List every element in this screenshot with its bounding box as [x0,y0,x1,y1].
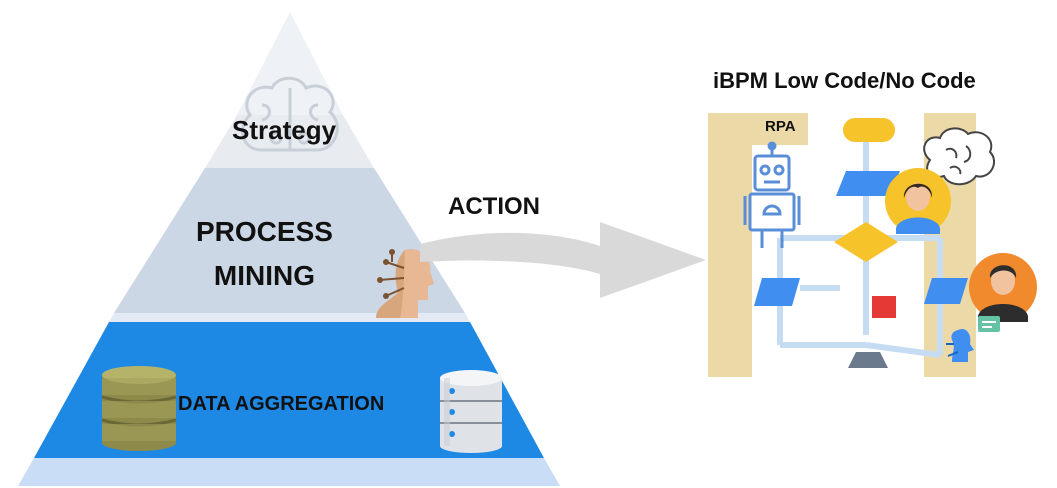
workflow-decision-node [834,222,898,262]
pyramid-tier-process-mining [114,168,465,313]
ai-assistant-icon [946,316,1000,362]
pyramid-label-strategy: Strategy [232,115,337,145]
pyramid-label-process: PROCESS [196,216,333,247]
workflow-panel [708,113,1028,377]
workflow-frame-left [708,113,752,377]
pyramid-tier-strategy [237,12,343,115]
pyramid-label-mining: MINING [213,260,316,291]
brain-icon [241,76,339,152]
person-woman-icon [885,168,951,234]
action-arrow [420,222,706,298]
workflow-flag-node [872,296,896,318]
pyramid-label-process-mining: PROCESS MINING [196,210,333,298]
pyramid-base-band [18,458,560,486]
pyramid-label-data-aggregation: DATA AGGREGATION [178,393,385,415]
workflow-end-node [848,352,888,368]
workflow-title: iBPM Low Code/No Code [713,68,976,93]
workflow-process-node-2 [754,278,800,306]
workflow-rpa-label: RPA [765,118,796,135]
workflow-process-node-1 [836,171,900,196]
robot-icon [743,141,801,248]
workflow-frame-rpa [752,113,808,145]
database-server-icon [440,370,502,453]
arrow-label-action: ACTION [448,193,540,220]
workflow-start-node [843,118,895,142]
ai-head-icon [376,249,434,318]
database-gold-icon [101,366,177,451]
workflow-process-node-3 [924,278,968,304]
